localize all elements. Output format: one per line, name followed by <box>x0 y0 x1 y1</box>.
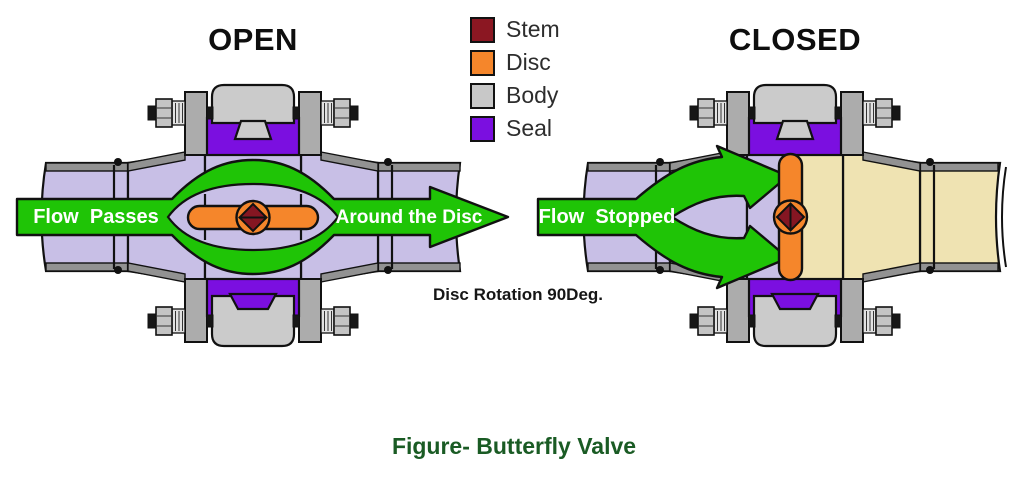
legend-label: Seal <box>506 115 553 141</box>
cone-rim <box>862 151 921 172</box>
legend-item-stem: Stem <box>470 13 560 46</box>
flow-arrow-stopped <box>536 144 790 290</box>
cone-rim <box>862 262 921 283</box>
legend-swatch-stem <box>470 16 495 43</box>
closed-right-cone <box>841 149 922 285</box>
legend: Stem Disc Body Seal <box>470 13 560 145</box>
closed-disc <box>772 152 809 282</box>
closed-right-pipe <box>918 161 1002 273</box>
closed-valve <box>536 83 1007 348</box>
legend-item-body: Body <box>470 79 560 112</box>
rim-pin <box>656 158 664 166</box>
pipe-break-line <box>1001 166 1007 268</box>
around-the-disc-label: Around the Disc <box>335 207 483 228</box>
legend-item-disc: Disc <box>470 46 560 79</box>
cone-rim <box>320 151 379 172</box>
rim-pin <box>114 266 122 274</box>
rim-pin <box>656 266 664 274</box>
closed-title: CLOSED <box>728 22 862 57</box>
disc-rotation-note: Disc Rotation 90Deg. <box>432 285 604 304</box>
rim-pin <box>926 266 934 274</box>
cone-rim <box>127 151 186 172</box>
open-disc <box>186 199 320 236</box>
legend-swatch-body <box>470 82 495 109</box>
legend-swatch-seal <box>470 115 495 142</box>
open-valve <box>15 83 510 348</box>
legend-label: Body <box>506 82 559 108</box>
cone-rim <box>127 262 186 283</box>
legend-item-seal: Seal <box>470 112 560 145</box>
legend-swatch-disc <box>470 49 495 76</box>
rim-pin <box>114 158 122 166</box>
legend-label: Disc <box>506 49 551 75</box>
open-title: OPEN <box>208 22 298 57</box>
rim-pin <box>926 158 934 166</box>
rim-pin <box>384 158 392 166</box>
cone-rim <box>320 262 379 283</box>
legend-label: Stem <box>506 16 560 42</box>
flow-passes-label: Flow Passes <box>33 206 159 228</box>
flow-stopped-label: Flow Stopped <box>538 206 676 228</box>
rim-pin <box>384 266 392 274</box>
figure-caption: Figure- Butterfly Valve <box>391 433 637 459</box>
